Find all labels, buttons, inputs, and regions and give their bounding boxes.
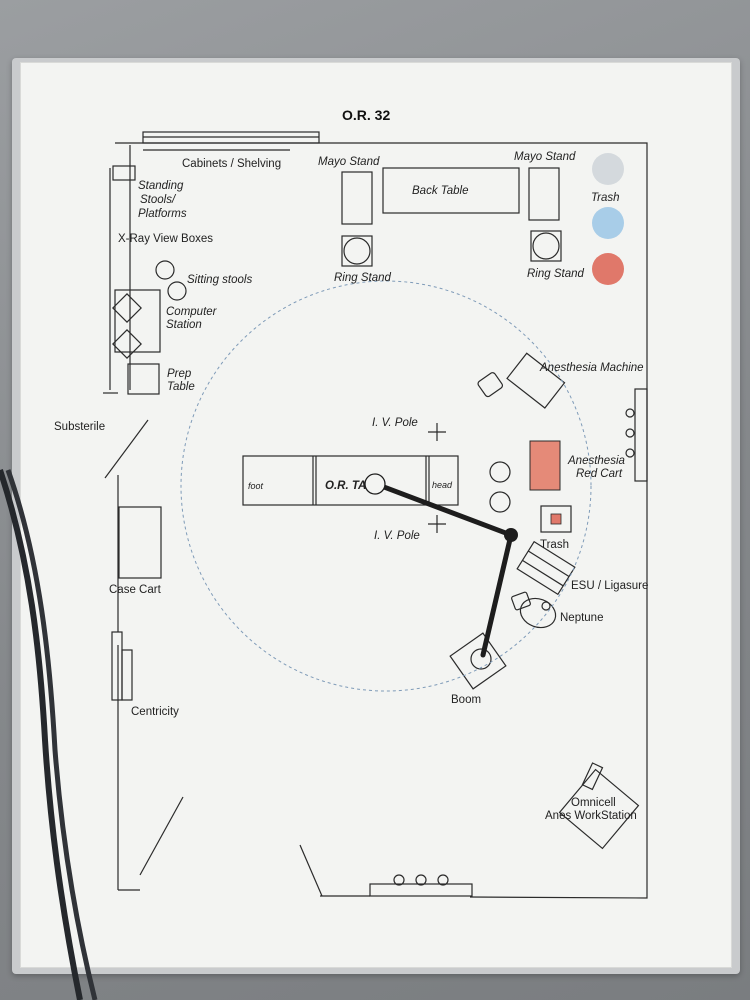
anesthesia-cart-label-1: Anesthesia <box>568 455 625 467</box>
prep-table <box>127 363 160 395</box>
or-table <box>242 455 459 506</box>
iv-pole-bottom-label: I. V. Pole <box>374 530 420 542</box>
standing-stools-box <box>112 165 136 181</box>
trash-bin-gray <box>592 153 624 185</box>
trash-bin-red <box>592 253 624 285</box>
centricity <box>111 631 123 701</box>
standing-stools-label-2: Stools/ <box>140 194 176 206</box>
anesthesia-machine-label: Anesthesia Machine <box>540 362 644 374</box>
computer-station <box>114 289 161 353</box>
ring-stand-left-label: Ring Stand <box>334 272 391 284</box>
neptune <box>519 597 557 629</box>
or-table-foot-label: foot <box>248 481 264 491</box>
substerile-label: Substerile <box>54 421 106 433</box>
xray-label: X-Ray View Boxes <box>118 233 214 245</box>
omnicell-label-2: Anes WorkStation <box>545 810 637 822</box>
power-cable <box>0 469 83 1000</box>
mayo-stand-left <box>341 171 373 225</box>
wall-panel <box>634 388 648 482</box>
boom-arm-upper <box>373 481 514 538</box>
prep-table-label-2: Table <box>167 381 195 393</box>
power-cable-2 <box>5 469 98 1000</box>
page-title: O.R. 32 <box>342 107 391 123</box>
boom-base <box>449 632 507 690</box>
mayo-stand-right <box>528 167 560 221</box>
trash-top-label: Trash <box>591 192 620 204</box>
sitting-stools-label: Sitting stools <box>187 274 253 286</box>
sterile-field-circle <box>180 280 592 692</box>
case-cart-label: Case Cart <box>109 584 161 596</box>
substerile-door <box>104 419 149 479</box>
computer-station-label-2: Station <box>166 319 202 331</box>
room-wall <box>115 142 648 899</box>
bottom-fixture <box>369 883 473 897</box>
neptune-label: Neptune <box>560 612 604 624</box>
sitting-stool <box>155 260 175 280</box>
ring-stand-right <box>530 230 562 262</box>
anesthesia-red-cart <box>529 440 561 491</box>
mayo-stand-right-label: Mayo Stand <box>514 151 576 163</box>
ring-stand-left <box>341 235 373 267</box>
standing-stools-label-1: Standing <box>138 180 184 192</box>
omnicell-label-1: Omnicell <box>571 797 616 809</box>
standing-stools-label-3: Platforms <box>138 208 187 220</box>
boom-pivot <box>504 528 518 542</box>
sitting-stool <box>167 281 187 301</box>
back-table <box>382 167 520 214</box>
left-door <box>139 796 184 876</box>
anesthesia-cart-label-2: Red Cart <box>576 468 623 480</box>
omnicell-anes-workstation <box>558 768 640 850</box>
boom-arm-lower <box>480 532 514 658</box>
mayo-stand-left-label: Mayo Stand <box>318 156 380 168</box>
ring-stand-right-label: Ring Stand <box>527 268 584 280</box>
prep-table-label-1: Prep <box>167 368 192 380</box>
bottom-door <box>299 844 323 897</box>
or-table-head-label: head <box>432 480 453 490</box>
anesthesia-stool <box>489 461 511 483</box>
trash-right-label: Trash <box>540 539 569 551</box>
trash-bin <box>540 505 572 533</box>
esu-ligasure <box>516 540 576 596</box>
cabinets-label: Cabinets / Shelving <box>182 158 282 170</box>
case-cart <box>118 506 162 579</box>
trash-bin-blue <box>592 207 624 239</box>
or-table-label: O.R. TA <box>325 480 367 492</box>
boom-label: Boom <box>451 694 482 706</box>
anesthesia-stool <box>489 491 511 513</box>
esu-label: ESU / Ligasure <box>571 580 649 592</box>
computer-station-label-1: Computer <box>166 306 217 318</box>
centricity-label: Centricity <box>131 706 179 718</box>
back-table-label: Back Table <box>412 185 469 197</box>
iv-pole-top-label: I. V. Pole <box>372 417 418 429</box>
anesthesia-machine <box>506 352 566 409</box>
